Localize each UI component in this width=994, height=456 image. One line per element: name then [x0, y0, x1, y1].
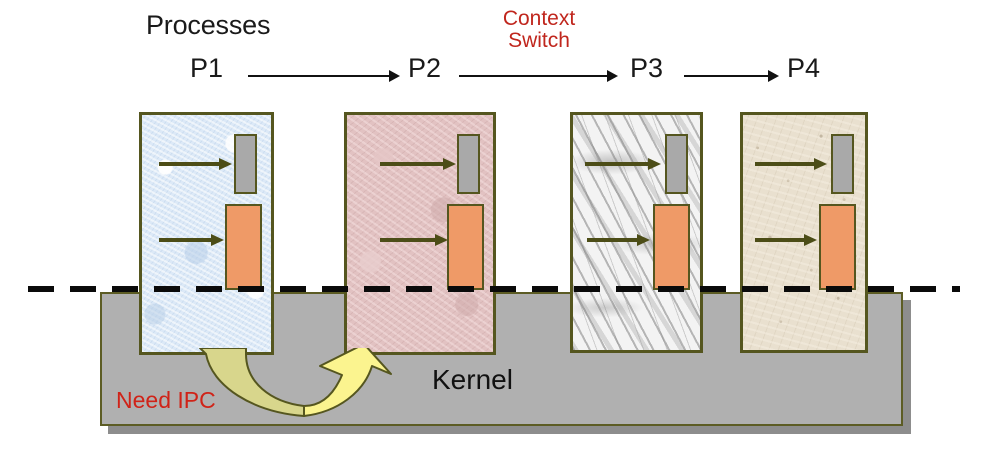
thread-arrow-top	[380, 158, 456, 170]
process-label-p2: P2	[408, 53, 442, 83]
thread-arrow-bottom	[159, 234, 224, 246]
thread-slot-gray	[665, 134, 688, 194]
transition-arrow-p2-p3	[459, 70, 618, 82]
ipc-arrow-head-right	[303, 343, 392, 417]
ipc-curved-arrow	[186, 343, 436, 420]
thread-arrow-bottom	[755, 234, 817, 246]
thread-slot-orange	[447, 204, 484, 290]
process-label-p3: P3	[630, 53, 664, 83]
thread-slot-gray	[234, 134, 257, 194]
thread-arrow-bottom	[587, 234, 650, 246]
process-label-p1: P1	[190, 53, 224, 83]
context-switch-label: Context Switch	[502, 7, 576, 52]
thread-arrow-top	[159, 158, 232, 170]
thread-slot-gray	[831, 134, 854, 194]
thread-slot-orange	[225, 204, 262, 290]
thread-arrow-top	[585, 158, 661, 170]
thread-arrow-bottom	[380, 234, 448, 246]
transition-arrow-p1-p2	[248, 70, 400, 82]
process-box-p1	[139, 112, 274, 355]
thread-arrow-top	[755, 158, 827, 170]
thread-slot-orange	[653, 204, 690, 290]
transition-arrow-p3-p4	[684, 70, 779, 82]
need-ipc-label: Need IPC	[116, 387, 216, 413]
process-box-p3	[570, 112, 703, 353]
thread-slot-gray	[457, 134, 480, 194]
process-box-p4	[740, 112, 868, 353]
page-title: Processes	[146, 10, 271, 40]
process-label-p4: P4	[787, 53, 821, 83]
thread-slot-orange	[819, 204, 856, 290]
process-box-p2	[344, 112, 496, 355]
kernel-label: Kernel	[432, 364, 513, 395]
user-kernel-boundary-dashed-line	[28, 286, 960, 292]
